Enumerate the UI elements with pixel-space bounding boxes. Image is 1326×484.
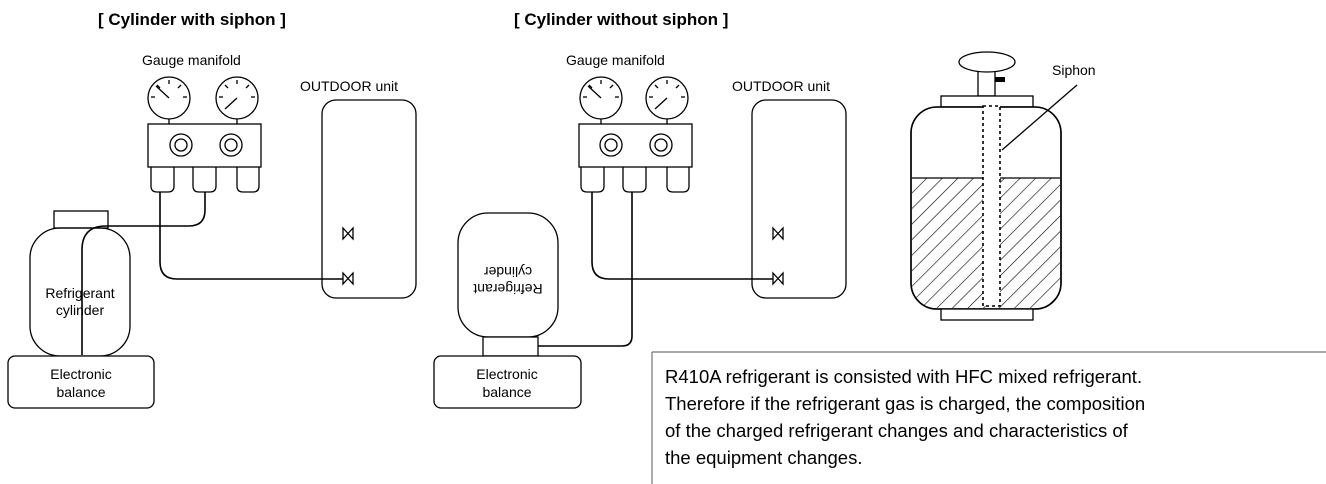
- left-balance-label-line1: Electronic: [50, 366, 111, 382]
- left-low-pressure-gauge-icon: [147, 76, 191, 125]
- right-service-valve-lower-icon: [772, 271, 784, 286]
- right-low-pressure-gauge-icon: [579, 76, 623, 125]
- right-cylinder-label-line1: Refrigerant: [473, 281, 542, 297]
- right-outdoor-unit-label: OUTDOOR unit: [732, 78, 830, 94]
- left-electronic-balance: Electronic balance: [7, 355, 155, 409]
- siphon-label: Siphon: [1052, 62, 1096, 78]
- left-service-valve-lower-icon: [342, 271, 354, 286]
- cylinder-valve-knob-icon: [958, 51, 1016, 73]
- right-cylinder-label-line2: cylinder: [484, 264, 533, 280]
- note-line-4: the equipment changes.: [665, 447, 862, 468]
- right-hose-to-cylinder: [538, 192, 633, 347]
- left-panel: [ Cylinder with siphon ] Gauge manifold …: [7, 10, 417, 409]
- cylinder-top-flange: [940, 95, 1034, 108]
- left-high-pressure-gauge-icon: [215, 76, 259, 125]
- left-cylinder-label-line1: Refrigerant: [45, 285, 114, 301]
- note-line-3: of the charged refrigerant changes and c…: [665, 420, 1129, 441]
- left-service-valve-upper-icon: [342, 226, 354, 241]
- siphon-pointer-line: [1001, 84, 1078, 151]
- right-electronic-balance: Electronic balance: [433, 355, 582, 409]
- right-gauge-manifold-body: [578, 123, 693, 193]
- right-high-pressure-gauge-icon: [645, 76, 689, 125]
- left-gauge-manifold-label: Gauge manifold: [142, 52, 241, 68]
- right-title: [ Cylinder without siphon ]: [514, 10, 728, 29]
- left-hose-to-outdoor-unit: [159, 192, 343, 280]
- right-balance-label-line2: balance: [482, 384, 531, 400]
- siphon-tube: [982, 105, 1001, 307]
- right-balance-label-line1: Electronic: [476, 366, 537, 382]
- right-service-valve-upper-icon: [772, 226, 784, 241]
- cylinder-bottom-foot: [940, 308, 1034, 321]
- note-line-1: R410A refrigerant is consisted with HFC …: [665, 366, 1142, 387]
- right-hose-to-outdoor-unit: [591, 192, 773, 280]
- right-outdoor-unit: [751, 99, 847, 299]
- left-refrigerant-cylinder: Refrigerant cylinder: [29, 210, 131, 357]
- right-panel: [ Cylinder without siphon ] Gauge manifo…: [433, 10, 847, 409]
- note-box: R410A refrigerant is consisted with HFC …: [651, 351, 1326, 484]
- left-gauge-manifold-body: [147, 123, 262, 193]
- siphon-cylinder-illustration: Siphon: [910, 51, 1096, 321]
- left-title: [ Cylinder with siphon ]: [98, 10, 286, 29]
- right-refrigerant-cylinder: Refrigerant cylinder: [457, 212, 559, 357]
- left-hose-to-cylinder: [81, 192, 206, 355]
- note-line-2: Therefore if the refrigerant gas is char…: [665, 393, 1145, 414]
- left-cylinder-label-line2: cylinder: [56, 302, 105, 318]
- cylinder-valve-handle: [995, 77, 1005, 82]
- left-balance-label-line2: balance: [56, 384, 105, 400]
- left-outdoor-unit: [321, 99, 417, 299]
- left-outdoor-unit-label: OUTDOOR unit: [300, 78, 398, 94]
- right-gauge-manifold-label: Gauge manifold: [566, 52, 665, 68]
